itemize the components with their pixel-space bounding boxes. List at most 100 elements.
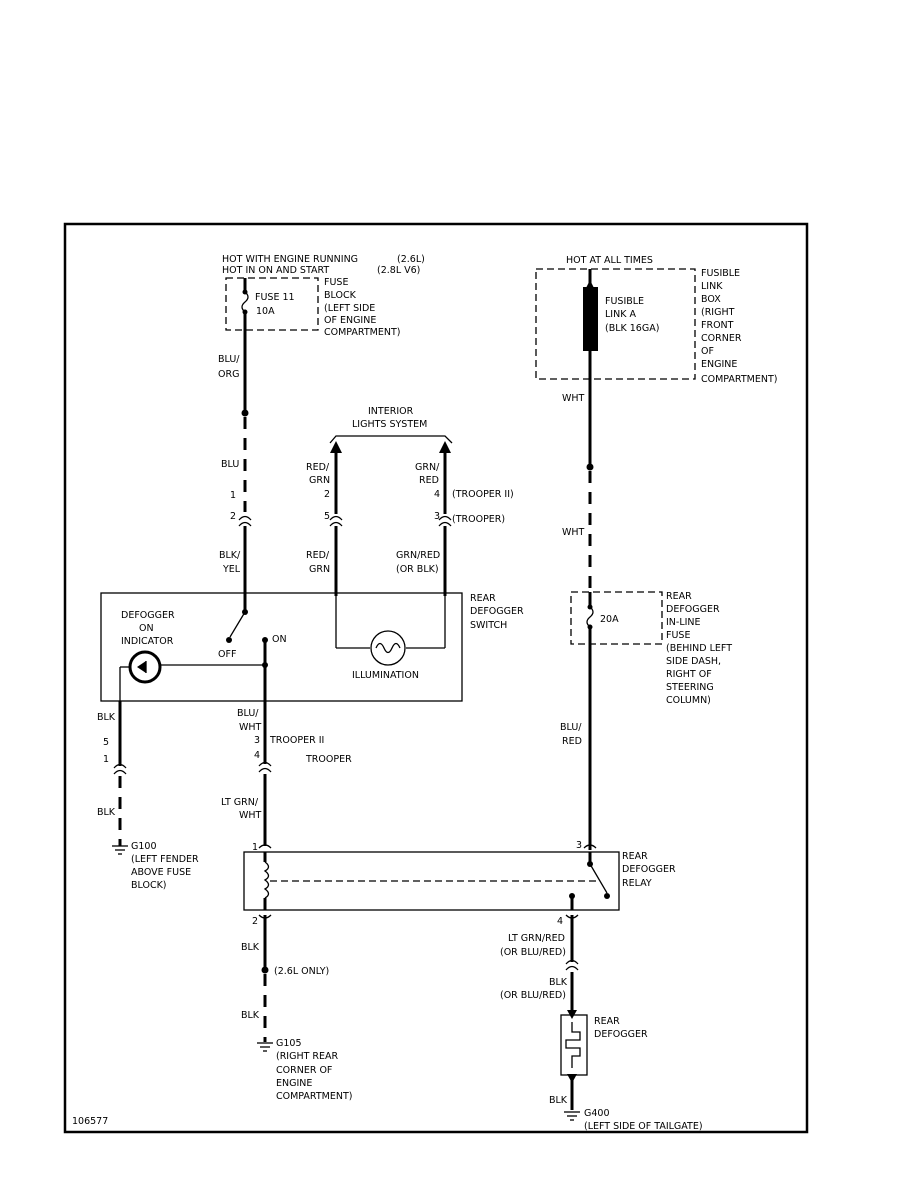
trooper-note: TROOPER [305,754,352,765]
rear-defogger-output-wire [565,914,579,1019]
pin-label: 1 [252,842,258,853]
fusible-link-a-label: (BLK 16GA) [605,323,659,334]
wire-color-label: BLK [97,712,116,723]
pin-label: 3 [254,735,260,746]
wire-color-label: WHT [562,527,585,538]
pin-label: 2 [252,916,258,927]
wire-color-label: RED [419,475,439,486]
trooper-ii-note: TROOPER II [269,735,324,746]
rear-defogger-switch [100,592,463,702]
rear-defogger-label: REAR [594,1016,620,1027]
switch-label: DEFOGGER [470,606,524,617]
fl-box-label: FUSIBLE [701,268,740,279]
g105-ground-wire [257,914,273,1052]
inline-fuse-label: DEFOGGER [666,604,720,615]
figure-id: 106577 [72,1116,108,1127]
on-label: ON [272,634,287,645]
relay-label: DEFOGGER [622,864,676,875]
fuse-block-label: (LEFT SIDE [324,303,375,314]
interior-lights-wires [329,435,453,596]
fuse-block-label: OF ENGINE [324,315,376,326]
pin-label: 2 [324,489,330,500]
fuse-block-label: BLOCK [324,290,357,301]
pin-label: 5 [103,737,109,748]
inline-fuse-label: RIGHT OF [666,669,712,680]
g105-label: CORNER OF [276,1065,332,1076]
fuse-block-label: COMPARTMENT) [324,327,400,338]
relay-control-wire [258,665,272,849]
switch-label: SWITCH [470,620,507,631]
g100-label: ABOVE FUSE [131,867,191,878]
pin-label: 1 [103,754,109,765]
inline-fuse-label: STEERING [666,682,714,693]
pin-label: 4 [254,750,260,761]
wire-color-label: BLU [221,459,239,470]
fuse-block [225,277,319,331]
inline-fuse-label: REAR [666,591,692,602]
engine-26-label: (2.6L) [397,254,425,265]
relay-label: REAR [622,851,648,862]
interior-lights-label: INTERIOR [368,406,414,417]
trooper-ii-note: (TROOPER II) [452,489,514,500]
indicator-label: ON [139,623,154,634]
wire-color-label: LT GRN/RED [508,933,565,944]
pin-label: 5 [324,511,330,522]
fuse-11-amp-label: 10A [256,306,275,317]
g105-label: ENGINE [276,1078,312,1089]
wire-color-label: (OR BLK) [396,564,439,575]
wire-color-label: BLU/ [237,708,259,719]
switch-label: REAR [470,593,496,604]
pin-label: 4 [557,916,563,927]
g100-ground-wire [112,701,128,855]
wire-color-label: WHT [239,722,262,733]
rear-defogger-label: DEFOGGER [594,1029,648,1040]
fl-box-label: CORNER [701,333,742,344]
fl-box-label: (RIGHT [701,307,735,318]
wire-color-label: ORG [218,369,239,380]
fusible-link-box [535,268,696,380]
wire-color-label: GRN [309,564,330,575]
inline-fuse-label: IN-LINE [666,617,701,628]
fl-box-label: COMPARTMENT) [701,374,777,385]
fl-box-label: FRONT [701,320,734,331]
wire-color-label: BLK [241,1010,260,1021]
pin-label: 3 [576,840,582,851]
inline-fuse-label: FUSE [666,630,690,641]
wire-color-label: RED [562,736,582,747]
only-26-note: (2.6L ONLY) [274,966,329,977]
g100-label: G100 [131,841,157,852]
wire-color-label: BLK [549,977,568,988]
engine-28-label: (2.8L V6) [377,265,420,276]
diagram-frame [63,222,809,1134]
wire-color-label: WHT [239,810,262,821]
indicator-label: DEFOGGER [121,610,175,621]
wire-color-label: (OR BLU/RED) [500,947,566,958]
wire-color-label: RED/ [306,550,330,561]
fl-box-label: BOX [701,294,721,305]
wire-color-label: GRN [309,475,330,486]
fl-box-label: ENGINE [701,359,737,370]
wire-color-label: BLU/ [218,354,240,365]
illumination-label: ILLUMINATION [352,670,419,681]
g105-label: COMPARTMENT) [276,1091,352,1102]
g100-label: BLOCK) [131,880,167,891]
wire-color-label: WHT [562,393,585,404]
hot-running-label: HOT WITH ENGINE RUNNING [222,254,358,265]
rear-defogger-relay [243,844,620,911]
off-label: OFF [218,649,236,660]
pin-label: 4 [434,489,440,500]
wire-color-label: LT GRN/ [221,797,259,808]
interior-lights-label: LIGHTS SYSTEM [352,419,427,430]
g100-label: (LEFT FENDER [131,854,199,865]
fl-box-label: OF [701,346,714,357]
fusible-link-a-label: FUSIBLE [605,296,644,307]
g105-label: G105 [276,1038,302,1049]
fuse-11-label: FUSE 11 [255,292,295,303]
hot-on-start-label: HOT IN ON AND START [222,265,329,276]
wire-color-label: BLU/ [560,722,582,733]
fl-box-label: LINK [701,281,723,292]
wire-color-label: GRN/RED [396,550,440,561]
wire-color-label: RED/ [306,462,330,473]
pin-label: 1 [230,490,236,501]
